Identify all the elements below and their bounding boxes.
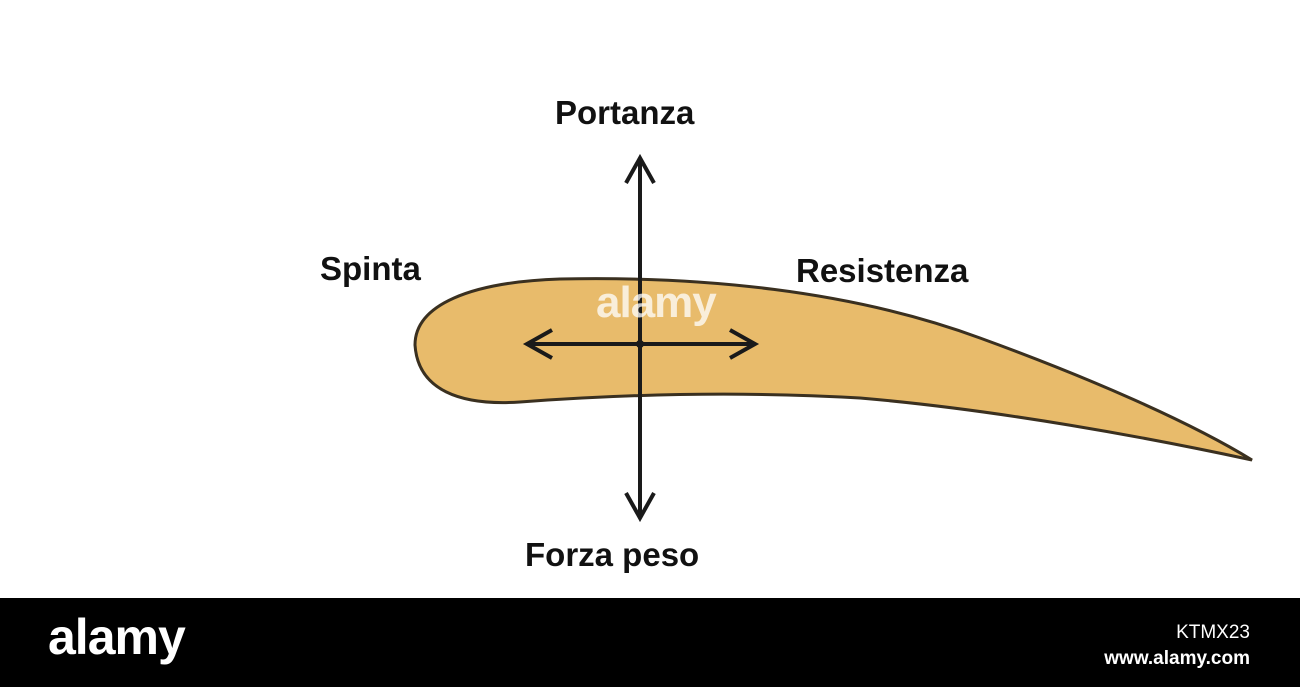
thrust-label: Spinta bbox=[320, 250, 421, 287]
thrust-arrow-head bbox=[522, 328, 553, 360]
drag-label: Resistenza bbox=[796, 252, 969, 289]
watermark: alamy bbox=[596, 278, 717, 327]
image-code: KTMX23 bbox=[1176, 622, 1250, 643]
brand-logo: alamy bbox=[48, 609, 186, 665]
airfoil-shape bbox=[413, 277, 1253, 462]
drag-arrow-head bbox=[729, 328, 760, 360]
image-meta: KTMX23 www.alamy.com bbox=[1104, 620, 1250, 671]
site-url: www.alamy.com bbox=[1104, 647, 1250, 669]
airfoil-diagram bbox=[413, 153, 1253, 523]
stock-footer-bar: alamy KTMX23 www.alamy.com bbox=[0, 598, 1300, 687]
diagram-canvas: Portanza Spinta Resistenza Forza peso al… bbox=[320, 94, 1253, 573]
lift-arrow-head bbox=[624, 153, 656, 184]
force-origin-point bbox=[636, 340, 644, 348]
weight-label: Forza peso bbox=[525, 536, 700, 573]
weight-arrow-head bbox=[624, 492, 656, 523]
lift-label: Portanza bbox=[555, 94, 695, 131]
